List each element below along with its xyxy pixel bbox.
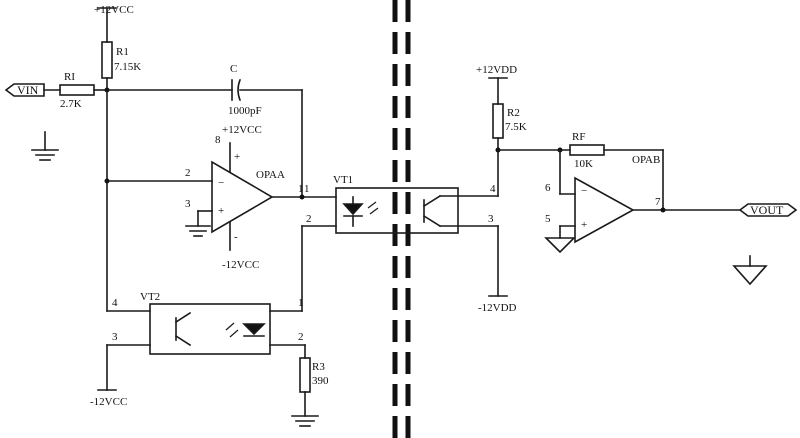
vt2-vcc-label: -12VCC	[90, 396, 127, 408]
ri-value-label: 2.7K	[60, 98, 82, 110]
vdd-top-label: +12VDD	[476, 64, 517, 76]
rf-value-label: 10K	[574, 158, 593, 170]
junction-opaa-output	[299, 194, 305, 200]
vt1-name-label: VT1	[333, 174, 353, 186]
r1-name-label: R1	[116, 46, 129, 58]
resistor-rf: RF 10K	[569, 131, 605, 170]
ri-name-label: RI	[64, 71, 75, 83]
vin-label: VIN	[17, 83, 39, 97]
vout-label: VOUT	[750, 203, 784, 217]
r2-name-label: R2	[507, 107, 520, 119]
vt2-pin3-label: 3	[112, 331, 118, 343]
vdd-bot-label: -12VDD	[478, 302, 517, 314]
resistor-ri: RI 2.7K	[59, 71, 108, 110]
ground-symbol-right	[732, 255, 768, 286]
ground-symbol-left	[31, 131, 59, 161]
op-amp-opab: − + OPAB 6 5 7	[545, 154, 661, 244]
rf-name-label: RF	[572, 131, 585, 143]
c-name-label: C	[230, 63, 237, 75]
resistor-r1: R1 7.15K	[101, 41, 141, 91]
opab-in-plus: +	[581, 219, 587, 231]
r1-value-label: 7.15K	[114, 61, 141, 73]
vt2-name-label: VT2	[140, 291, 160, 303]
vt1-pin2-label: 2	[306, 213, 312, 225]
opaa-vcc-label: +12VCC	[222, 124, 262, 136]
r3-name-label: R3	[312, 361, 325, 373]
vcc-top-symbol: +12VCC	[94, 4, 134, 43]
vt1-pin1-label: 1	[304, 183, 310, 195]
junction-opab-output	[660, 207, 666, 213]
opaa-pin2-label: 2	[185, 167, 191, 179]
vt2-pin2-label: 2	[298, 331, 304, 343]
vout-port: VOUT	[738, 203, 798, 217]
resistor-r2: R2 7.5K	[492, 103, 527, 139]
vt2-pin1-label: 1	[298, 297, 304, 309]
vin-port: VIN	[4, 83, 61, 97]
vt1-pin3-label: 3	[488, 213, 494, 225]
opaa-pin8-label: 8	[215, 134, 221, 146]
opab-in-minus: −	[581, 185, 587, 197]
opab-pin6-label: 6	[545, 182, 551, 194]
optocoupler-vt1: VT1 1 2 3 4	[304, 174, 496, 234]
opaa-in-plus: +	[218, 205, 224, 217]
ground-symbol-r3	[291, 415, 319, 427]
opab-pin7-label: 7	[655, 196, 661, 208]
opab-pin5-label: 5	[545, 213, 551, 225]
vcc-top-label: +12VCC	[94, 4, 134, 16]
opaa-in-minus: −	[218, 177, 224, 189]
vt2-pin4-label: 4	[112, 297, 118, 309]
c-value-label: 1000pF	[228, 105, 262, 117]
opaa-name-label: OPAA	[256, 169, 285, 181]
ground-symbol-opab	[544, 237, 576, 254]
opaa-vee-label: -12VCC	[222, 259, 259, 271]
opaa-pin1-label: 1	[298, 183, 304, 195]
resistor-r3: R3 390	[299, 357, 329, 417]
ground-symbol-opaa	[185, 225, 211, 237]
capacitor-c: C 1000pF	[228, 63, 262, 117]
opab-name-label: OPAB	[632, 154, 660, 166]
opaa-pin3-label: 3	[185, 198, 191, 210]
opaa-plus-top: +	[234, 151, 240, 163]
optocoupler-vt2: VT2 4 3 1 2	[112, 291, 304, 355]
r2-value-label: 7.5K	[505, 121, 527, 133]
vdd-top-symbol: +12VDD	[476, 64, 517, 105]
opaa-minus-bot: -	[234, 231, 238, 243]
op-amp-opaa: − + OPAA +12VCC 8 + - -12VCC 2 3 1	[185, 124, 304, 271]
vt1-pin4-label: 4	[490, 183, 496, 195]
r3-value-label: 390	[312, 375, 329, 387]
